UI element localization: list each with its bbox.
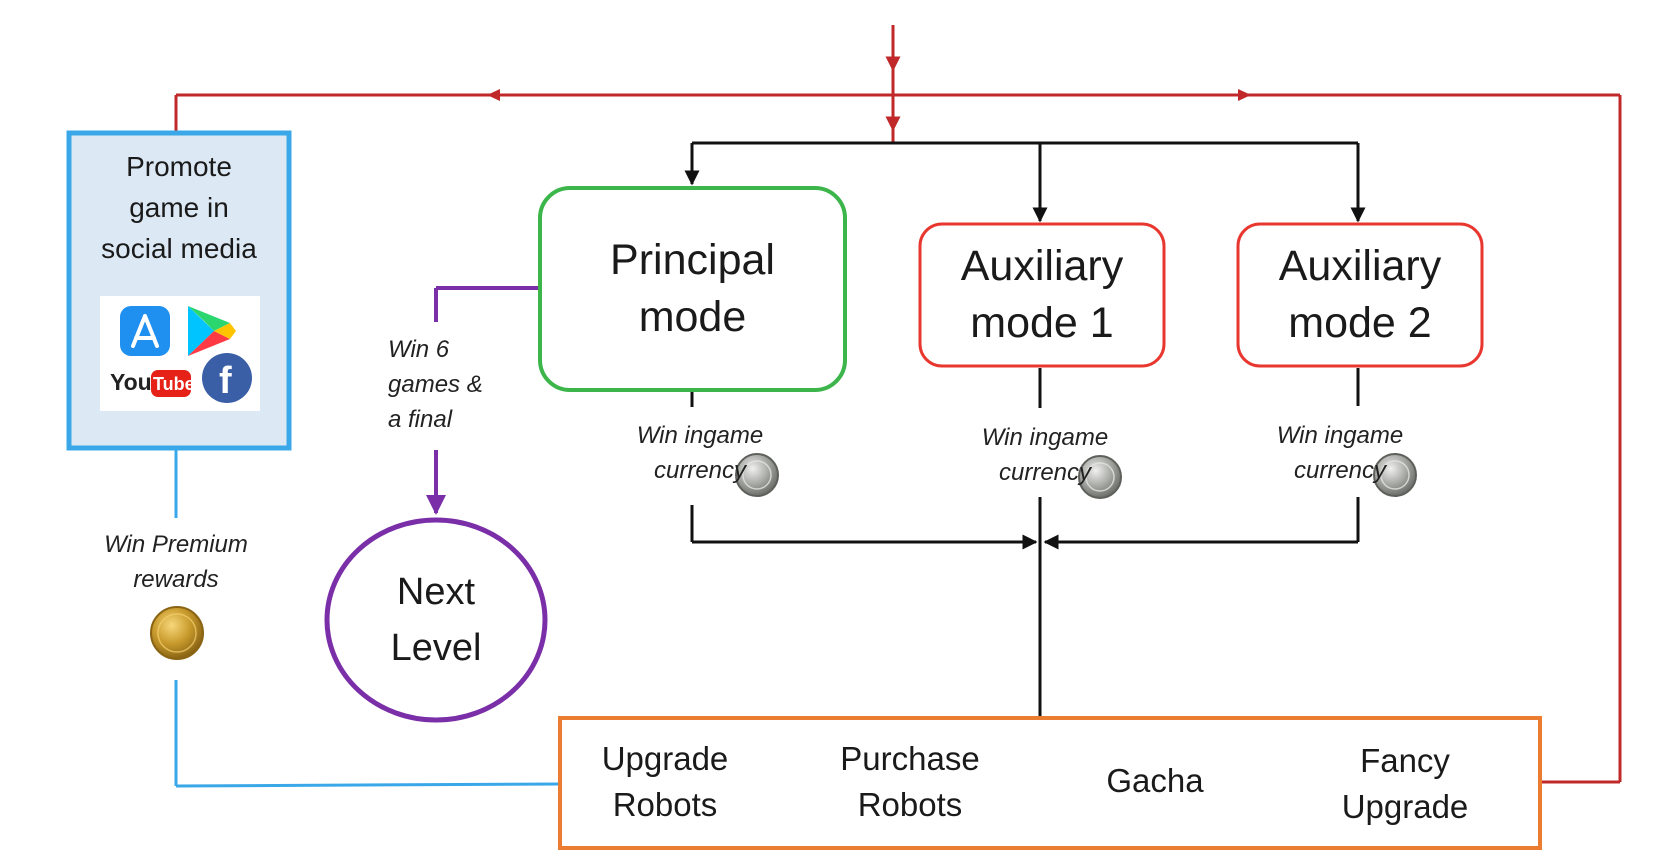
promote-label: Promote game in social media — [101, 151, 257, 264]
gold-coin-icon — [150, 606, 204, 660]
red-feedback-loop — [174, 25, 1622, 784]
principal-mode-box — [538, 186, 847, 392]
silver-coin-icon — [1078, 455, 1122, 499]
next-level-label: Next Level — [390, 571, 482, 669]
blue-premium-link — [174, 450, 561, 788]
svg-text:Tube: Tube — [153, 374, 195, 394]
aux2-currency-label: Win ingame currency — [1276, 422, 1404, 484]
social-logos: You Tube f — [100, 296, 260, 411]
aux-mode-2-label: Auxiliary mode 2 — [1278, 242, 1442, 347]
premium-rewards-label: Win Premium rewards — [104, 531, 248, 593]
aux-mode-1-label: Auxiliary mode 1 — [960, 242, 1124, 347]
silver-coin-icon — [1373, 453, 1417, 497]
svg-text:f: f — [219, 360, 232, 402]
silver-coin-icon — [735, 453, 779, 497]
google-play-icon — [188, 306, 236, 356]
youtube-icon: You Tube — [110, 369, 195, 397]
purchase-robots-label: Purchase Robots — [840, 740, 980, 823]
fancy-upgrade-label: Fancy Upgrade — [1341, 742, 1469, 825]
win-games-label: Win 6 games & a final — [388, 336, 483, 433]
principal-mode-label: Principal mode — [610, 236, 775, 341]
svg-text:You: You — [110, 369, 152, 395]
facebook-icon: f — [202, 353, 252, 403]
red-right-arrowhead — [1238, 89, 1251, 101]
purple-path — [426, 286, 540, 515]
app-store-icon — [120, 306, 170, 356]
red-left-arrowhead — [487, 89, 500, 101]
aux-mode-1-box — [918, 222, 1166, 368]
upgrade-robots-label: Upgrade Robots — [601, 740, 729, 823]
shop-box — [558, 716, 1542, 850]
aux-mode-2-box — [1236, 222, 1484, 368]
black-distribution — [684, 141, 1366, 746]
aux1-currency-label: Win ingame currency — [981, 424, 1109, 486]
next-level-circle — [324, 517, 548, 723]
principal-currency-label: Win ingame currency — [636, 422, 764, 484]
gacha-label: Gacha — [1106, 762, 1204, 799]
